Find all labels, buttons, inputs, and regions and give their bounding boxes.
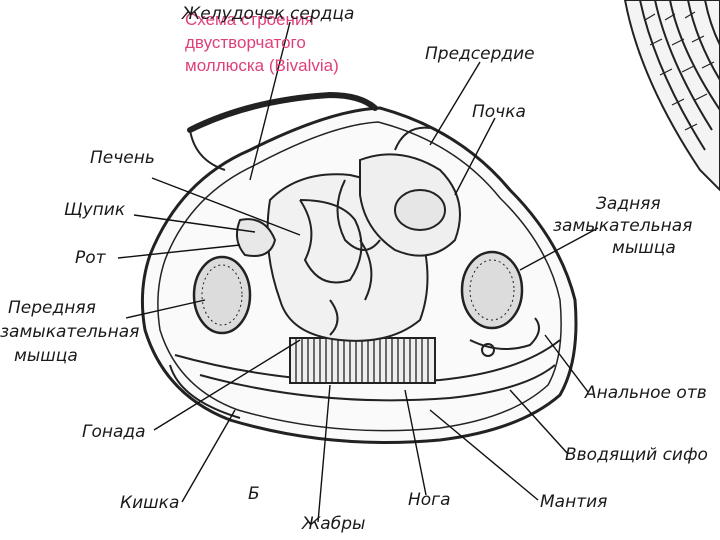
label-posterior-muscle-line1: Задняя: [596, 194, 661, 214]
heart-region: [359, 126, 461, 257]
label-posterior-muscle-line3: мышца: [612, 238, 676, 258]
siphon: [469, 317, 540, 357]
label-gills: Жабры: [302, 514, 366, 534]
figure-letter: Б: [248, 484, 260, 504]
label-heart-ventricle: Желудочек сердца: [182, 4, 355, 24]
gills: [289, 337, 436, 384]
label-anal-opening: Анальное отв: [585, 383, 707, 403]
label-liver: Печень: [90, 148, 155, 168]
label-anterior-muscle-line1: Передняя: [8, 298, 96, 318]
label-mantle: Мантия: [540, 492, 608, 512]
label-kidney: Почка: [472, 102, 526, 122]
leader-lines: [117, 21, 599, 523]
palp: [235, 218, 277, 257]
label-intestine: Кишка: [120, 493, 180, 513]
anterior-adductor-muscle: [192, 255, 252, 335]
label-anterior-muscle-line3: мышца: [14, 346, 78, 366]
diagram-title: Схема строения двустворчатого моллюска (…: [185, 10, 339, 75]
shell-fragment: [623, 0, 720, 192]
label-foot: Нога: [408, 490, 451, 510]
label-gonad: Гонада: [82, 422, 146, 442]
label-posterior-muscle-line2: замыкательная: [553, 216, 693, 236]
label-inlet-siphon: Вводящий сифо: [565, 445, 708, 465]
label-palp: Щупик: [64, 200, 126, 220]
label-anterior-muscle-line2: замыкательная: [0, 322, 140, 342]
posterior-adductor-muscle: [460, 250, 524, 330]
label-atrium: Предсердие: [425, 44, 535, 64]
label-mouth: Рот: [75, 248, 106, 268]
